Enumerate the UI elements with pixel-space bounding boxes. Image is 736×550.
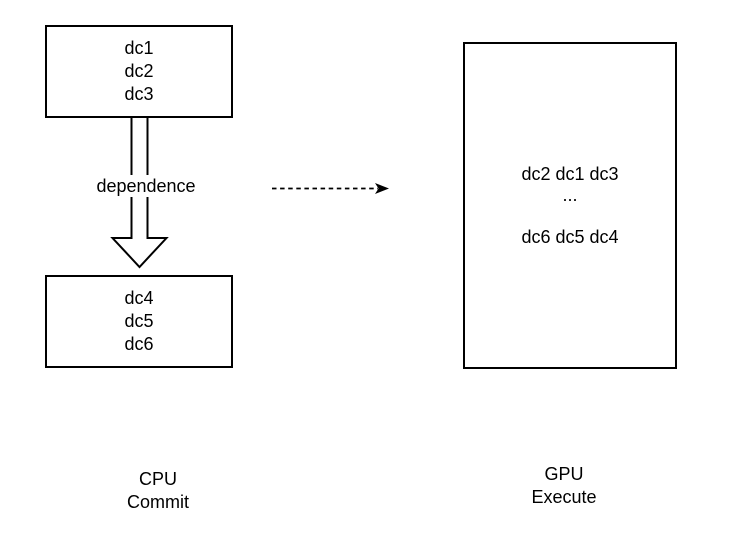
dashed-right-arrow-icon [272,183,389,194]
caption-line: Execute [531,487,597,507]
cpu-commit-box-second: dc4 dc5 dc6 [45,275,233,368]
cpu-commit-caption: CPU Commit [88,468,228,514]
command-label: dc3 [124,84,154,104]
executed-commands-line: dc6 dc5 dc4 [521,226,619,247]
caption-line: Commit [127,492,189,512]
command-label: dc5 [124,311,154,331]
ellipsis-line: ... [562,184,578,205]
cpu-commit-box-first: dc1 dc2 dc3 [45,25,233,118]
command-label: dc6 [124,334,154,354]
executed-commands-line: dc2 dc1 dc3 [521,163,619,184]
caption-line: CPU [138,469,177,489]
command-label: dc2 [124,61,154,81]
caption-line: GPU [544,464,584,484]
command-label: dc4 [124,288,154,308]
gpu-execute-caption: GPU Execute [494,463,634,509]
gpu-execute-box: dc2 dc1 dc3 ... dc6 dc5 dc4 [463,42,677,369]
dependence-label: dependence [92,175,200,197]
command-label: dc1 [124,38,154,58]
